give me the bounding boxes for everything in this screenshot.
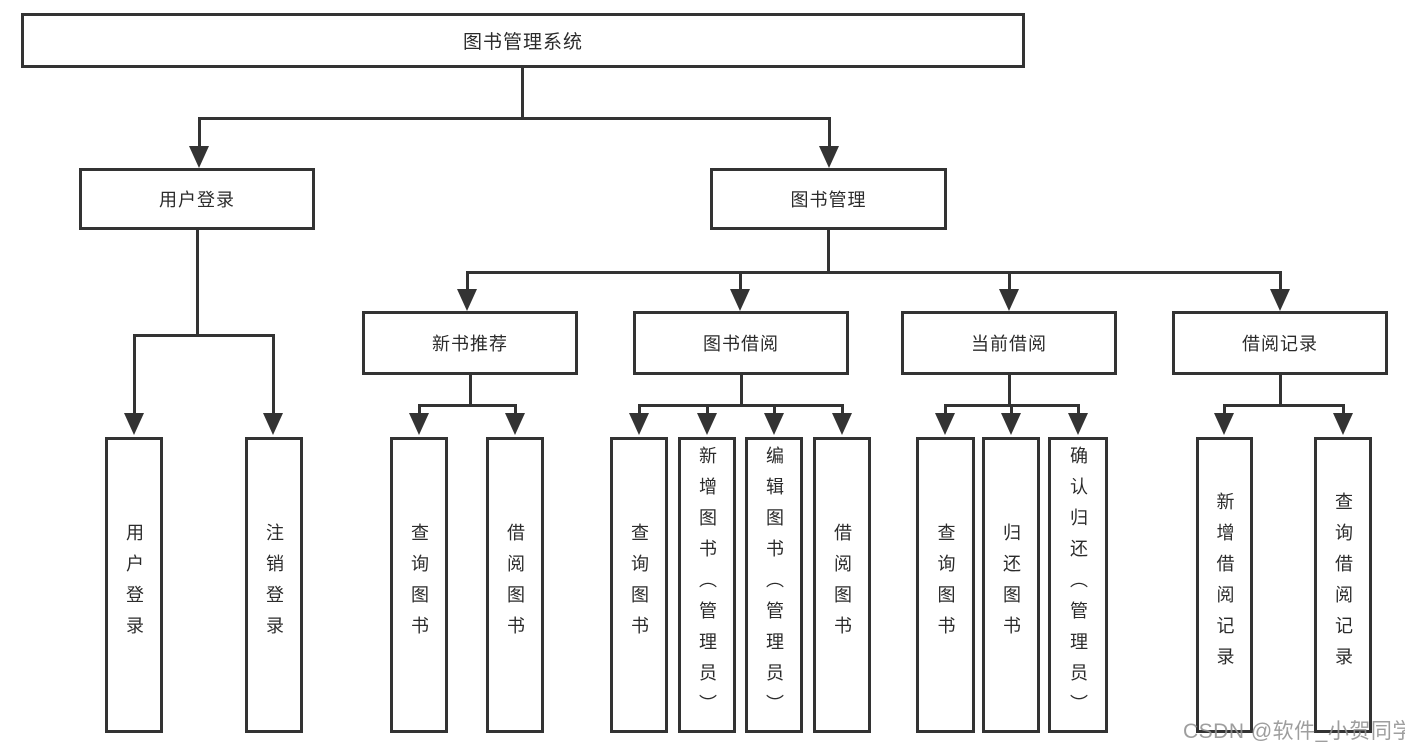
connector-groupD-stub [1279, 375, 1282, 407]
arrow-c1 [935, 413, 955, 435]
leaf-user-login: 用户登录 [105, 437, 163, 733]
node-current-borrow: 当前借阅 [901, 311, 1117, 375]
leaf-return-books-label: 归还图书 [1001, 523, 1021, 647]
leaf-query-books-a-label: 查询图书 [409, 523, 429, 647]
connector-drop-c1 [944, 404, 947, 413]
node-borrow-records: 借阅记录 [1172, 311, 1388, 375]
connector-drop-a1 [418, 404, 421, 413]
leaf-query-books-c: 查询图书 [916, 437, 975, 733]
arrow-b1 [629, 413, 649, 435]
arrow-login-leaf [124, 413, 144, 435]
connector-drop-c2 [1010, 404, 1013, 413]
leaf-add-books-admin-label: 新增图书（管理员） [697, 445, 717, 725]
connector-groupA-stub [469, 375, 472, 407]
node-book-borrow: 图书借阅 [633, 311, 849, 375]
leaf-user-login-label: 用户登录 [124, 523, 144, 647]
arrow-a1 [409, 413, 429, 435]
arrow-b4 [832, 413, 852, 435]
arrow-new-rec [457, 289, 477, 311]
node-new-book-recommend: 新书推荐 [362, 311, 578, 375]
connector-drop-b1 [638, 404, 641, 413]
connector-root-stub [521, 68, 524, 119]
connector-book-mgmt-stub [827, 230, 830, 274]
connector-groupA-rail [418, 404, 517, 407]
arrow-a2 [505, 413, 525, 435]
leaf-return-books: 归还图书 [982, 437, 1040, 733]
leaf-borrow-books-a: 借阅图书 [486, 437, 544, 733]
arrow-user-login [189, 146, 209, 168]
node-library-system: 图书管理系统 [21, 13, 1025, 68]
leaf-add-books-admin: 新增图书（管理员） [678, 437, 736, 733]
leaf-query-borrow-record-label: 查询借阅记录 [1333, 492, 1353, 678]
connector-level1-rail [198, 117, 830, 120]
leaf-logout-label: 注销登录 [264, 523, 284, 647]
arrow-current [999, 289, 1019, 311]
connector-drop-logout-leaf [272, 334, 275, 413]
leaf-query-books-a: 查询图书 [390, 437, 448, 733]
connector-drop-new-rec [466, 271, 469, 289]
leaf-query-books-b-label: 查询图书 [629, 523, 649, 647]
connector-drop-login-leaf [133, 334, 136, 413]
arrow-b2 [697, 413, 717, 435]
node-user-login: 用户登录 [79, 168, 315, 230]
leaf-query-borrow-record: 查询借阅记录 [1314, 437, 1372, 733]
arrow-d1 [1214, 413, 1234, 435]
leaf-borrow-books-a-label: 借阅图书 [505, 523, 525, 647]
leaf-add-borrow-record-label: 新增借阅记录 [1214, 492, 1235, 678]
connector-drop-a2 [514, 404, 517, 413]
connector-drop-b4 [841, 404, 844, 413]
leaf-query-books-b: 查询图书 [610, 437, 668, 733]
connector-drop-borrow [739, 271, 742, 289]
arrow-logout-leaf [263, 413, 283, 435]
leaf-edit-books-admin: 编辑图书（管理员） [745, 437, 803, 733]
connector-groupD-rail [1223, 404, 1345, 407]
leaf-confirm-return-admin: 确认归还（管理员） [1048, 437, 1108, 733]
connector-groupB-stub [740, 375, 743, 407]
leaf-confirm-return-admin-label: 确认归还（管理员） [1068, 445, 1088, 725]
connector-user-login-stub [196, 230, 199, 337]
leaf-edit-books-admin-label: 编辑图书（管理员） [764, 445, 784, 725]
csdn-watermark: CSDN @软件_小贺同学 [1183, 720, 1405, 743]
connector-drop-user-login [198, 117, 201, 147]
connector-drop-current [1008, 271, 1011, 289]
arrow-c3 [1068, 413, 1088, 435]
connector-drop-records [1279, 271, 1282, 289]
connector-groupC-stub [1008, 375, 1011, 407]
leaf-add-borrow-record: 新增借阅记录 [1196, 437, 1253, 733]
arrow-c2 [1001, 413, 1021, 435]
connector-drop-c3 [1077, 404, 1080, 413]
arrow-borrow [730, 289, 750, 311]
connector-drop-d1 [1223, 404, 1226, 413]
arrow-records [1270, 289, 1290, 311]
connector-drop-book-mgmt [828, 117, 831, 147]
connector-level2-rail [466, 271, 1282, 274]
connector-groupB-rail [638, 404, 844, 407]
leaf-logout: 注销登录 [245, 437, 303, 733]
leaf-query-books-c-label: 查询图书 [935, 523, 956, 647]
arrow-d2 [1333, 413, 1353, 435]
leaf-borrow-books-b-label: 借阅图书 [832, 523, 852, 647]
arrow-book-mgmt [819, 146, 839, 168]
node-book-management: 图书管理 [710, 168, 947, 230]
leaf-borrow-books-b: 借阅图书 [813, 437, 871, 733]
arrow-b3 [764, 413, 784, 435]
connector-user-login-rail [133, 334, 275, 337]
connector-drop-b2 [706, 404, 709, 413]
connector-drop-b3 [773, 404, 776, 413]
connector-drop-d2 [1342, 404, 1345, 413]
